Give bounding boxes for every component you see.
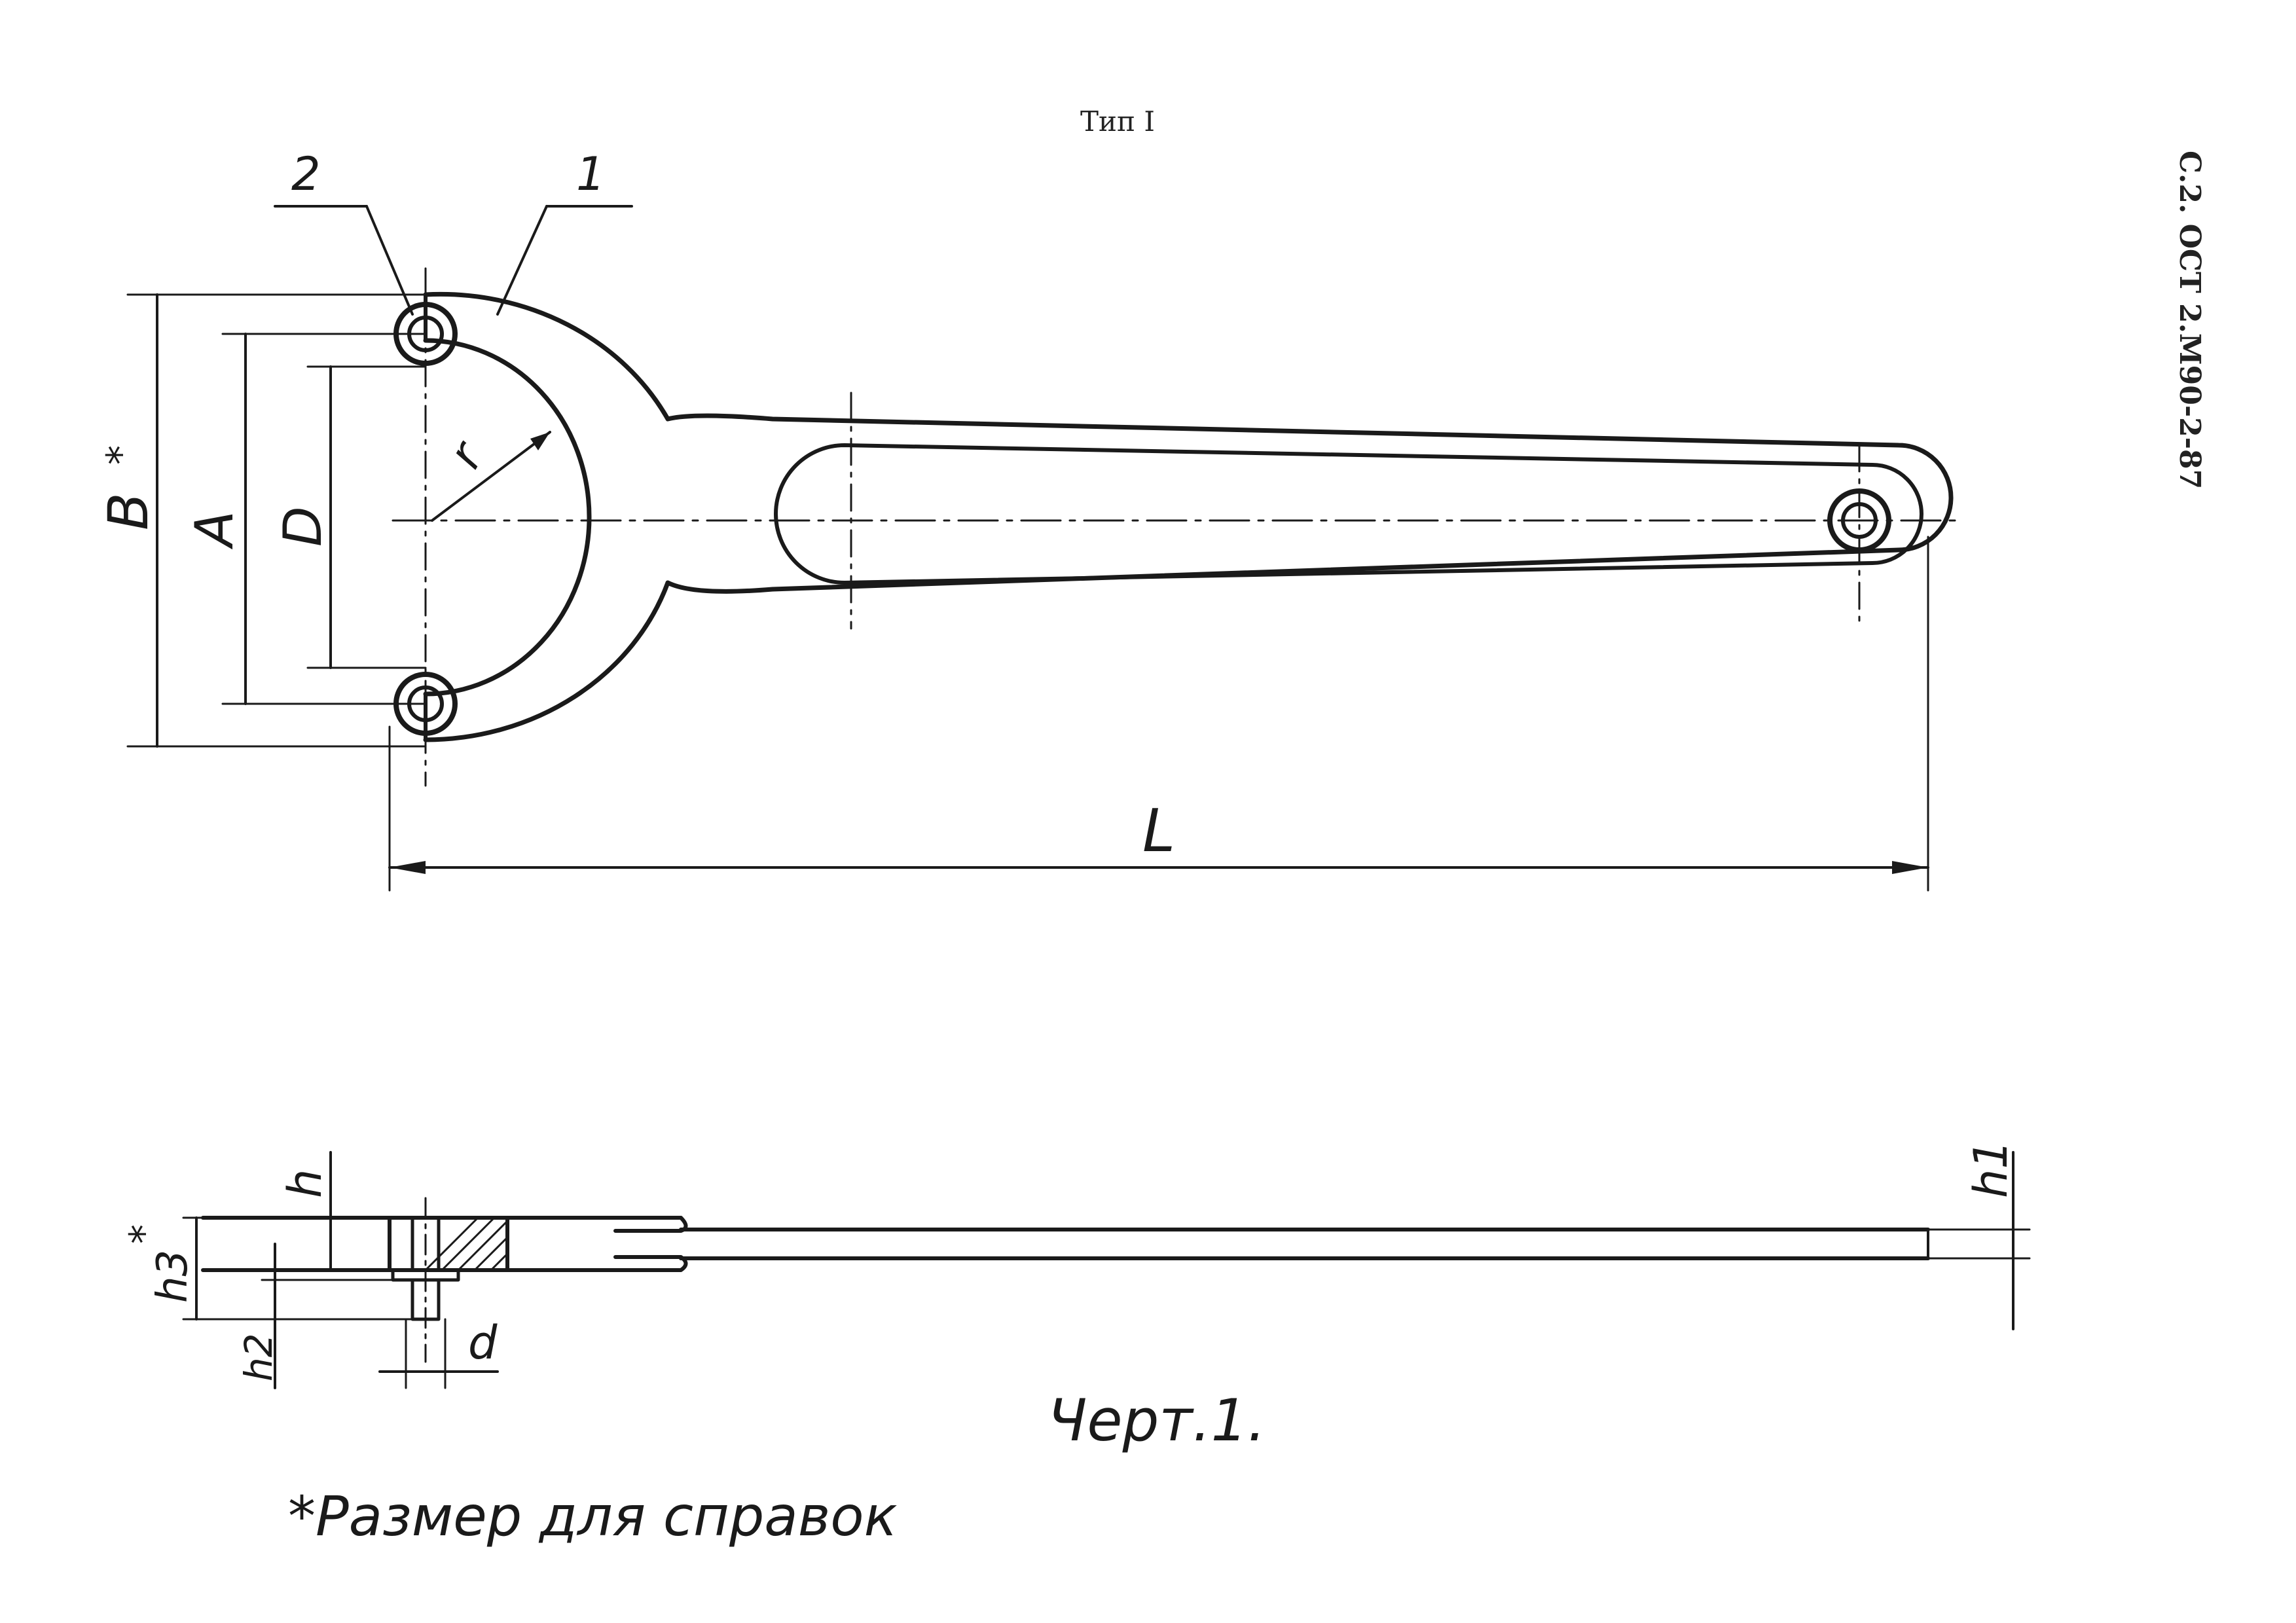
figure-caption: Черт.1. xyxy=(1048,1387,1266,1454)
wrench-side-view xyxy=(201,1197,1930,1363)
plan-dimensions xyxy=(126,293,1929,892)
sheet-code: С.2. ОСТ 2.М90-2-87 xyxy=(2173,151,2206,489)
dim-L-label: L xyxy=(1142,797,1175,866)
callout-leaders xyxy=(274,205,633,316)
dim-h3-star: * xyxy=(121,1224,167,1244)
dim-r-label: r xyxy=(438,431,496,477)
reference-footnote: *Размер для справок xyxy=(288,1484,898,1548)
dim-A-label: A xyxy=(184,511,245,550)
dim-h-label: h xyxy=(278,1169,332,1198)
callout-1: 1 xyxy=(576,147,606,201)
dim-B-label: В xyxy=(96,492,160,530)
dim-h3-label: h3 xyxy=(149,1250,197,1303)
wrench-plan-view xyxy=(392,267,1965,787)
dim-B-star: * xyxy=(98,445,144,465)
dim-D-label: D xyxy=(272,506,333,547)
dim-h1-label: h1 xyxy=(1964,1140,2018,1198)
callout-2: 2 xyxy=(291,147,321,201)
dim-h2-label: h2 xyxy=(236,1333,281,1381)
type-title: Тип I xyxy=(1080,105,1155,137)
side-dimensions xyxy=(182,1151,2031,1389)
dim-d-label: d xyxy=(468,1316,498,1370)
